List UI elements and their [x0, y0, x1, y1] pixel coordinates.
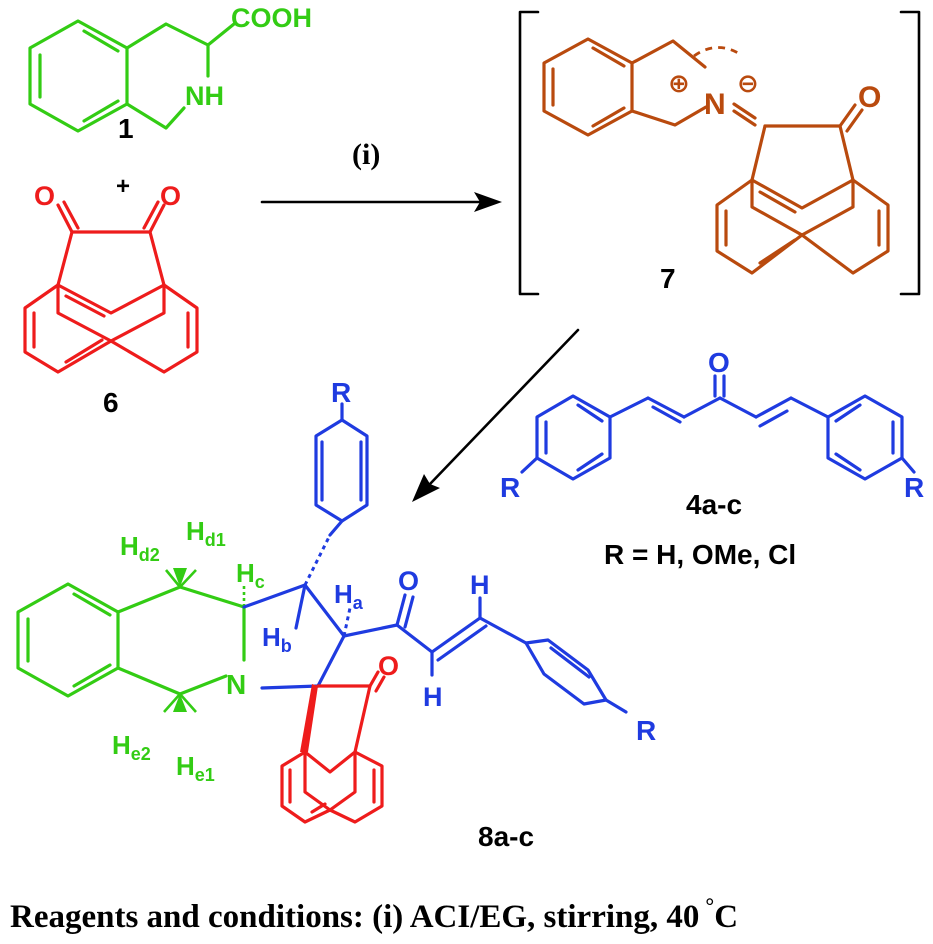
product-8-structure: N O O R R H H Hd2 Hd1 Hc Ha Hb He2 He1 — [16, 377, 656, 824]
intermediate-7-structure: N O ⊕ ⊖ — [542, 37, 890, 275]
diagonal-arrow — [412, 328, 580, 502]
product-8-label: 8a-c — [478, 821, 534, 852]
compound-6-o-right: O — [160, 181, 181, 211]
product-8-r-top: R — [331, 377, 351, 408]
compound-1-nh: NH — [185, 81, 224, 111]
product-8-o-enone: O — [398, 566, 419, 596]
compound-1-label: 1 — [118, 113, 134, 144]
compound-1-structure: COOH NH — [28, 3, 312, 133]
intermediate-7-minus-charge: ⊖ — [737, 68, 759, 98]
product-8-h-e2: He2 — [112, 730, 151, 764]
product-8-h-c: Hc — [236, 558, 265, 592]
conditions-caption: Reagents and conditions: (i) ACI/EG, sti… — [10, 893, 738, 935]
product-8-vinyl-h-bottom: H — [423, 682, 443, 712]
product-8-vinyl-h-top: H — [470, 570, 490, 600]
product-8-h-d1: Hd1 — [186, 516, 226, 550]
product-8-n: N — [226, 669, 246, 700]
plus-sign: + — [116, 173, 130, 200]
compound-6-structure: O O — [23, 181, 199, 374]
intermediate-brackets — [518, 10, 921, 296]
compound-4-o: O — [708, 347, 730, 378]
intermediate-7-n: N — [704, 88, 726, 121]
intermediate-7-label: 7 — [660, 263, 676, 294]
product-8-h-b: Hb — [262, 622, 292, 656]
product-8-h-a: Ha — [334, 579, 364, 613]
compound-4-structure: O R R — [500, 347, 924, 503]
product-8-h-e1: He1 — [176, 751, 215, 785]
intermediate-7-plus-charge: ⊕ — [668, 68, 690, 98]
compound-4-substituents: R = H, OMe, Cl — [604, 539, 796, 570]
product-8-r-right: R — [636, 715, 656, 746]
intermediate-7-o: O — [858, 81, 881, 114]
compound-4-r-right: R — [904, 472, 924, 503]
compound-6-label: 6 — [103, 387, 119, 418]
compound-6-o-left: O — [34, 181, 55, 211]
product-8-h-d2: Hd2 — [120, 531, 160, 565]
reaction-step-label: (i) — [352, 138, 380, 171]
compound-4-r-left: R — [500, 472, 520, 503]
reaction-arrow — [260, 192, 502, 212]
compound-1-cooh: COOH — [231, 3, 312, 33]
compound-4-label: 4a-c — [686, 489, 742, 520]
product-8-o-ketone: O — [378, 651, 399, 681]
